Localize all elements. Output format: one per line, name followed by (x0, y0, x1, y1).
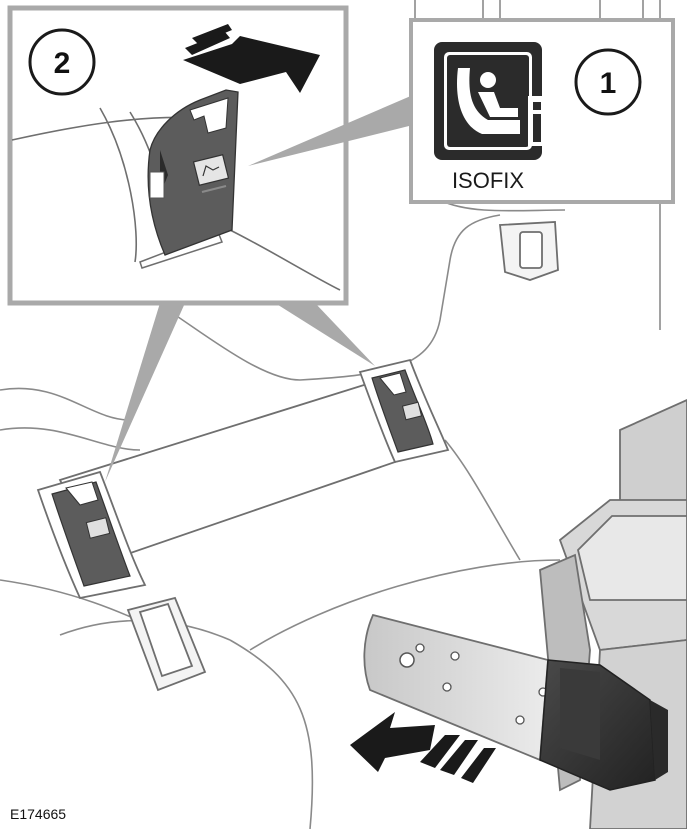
seatbelt-buckle-lower (126, 596, 207, 692)
isofix-anchor-right (358, 358, 450, 464)
isofix-label: ISOFIX (452, 168, 524, 193)
isofix-latch-connector (363, 613, 668, 791)
figure-reference: E174665 (10, 806, 66, 822)
inset-isofix-symbol: ISOFIX 1 (248, 18, 675, 204)
svg-text:1: 1 (600, 67, 617, 100)
child-seat-icon (434, 42, 542, 160)
arrow-out-icon (183, 24, 320, 93)
info-i-icon (528, 96, 550, 146)
callout-2: 2 (28, 28, 96, 96)
arrow-in-icon (350, 712, 496, 783)
seatbelt-buckle-upper (499, 221, 559, 281)
isofix-anchor-left (36, 470, 147, 600)
svg-text:2: 2 (54, 47, 71, 80)
callout-1: 1 (574, 48, 642, 116)
